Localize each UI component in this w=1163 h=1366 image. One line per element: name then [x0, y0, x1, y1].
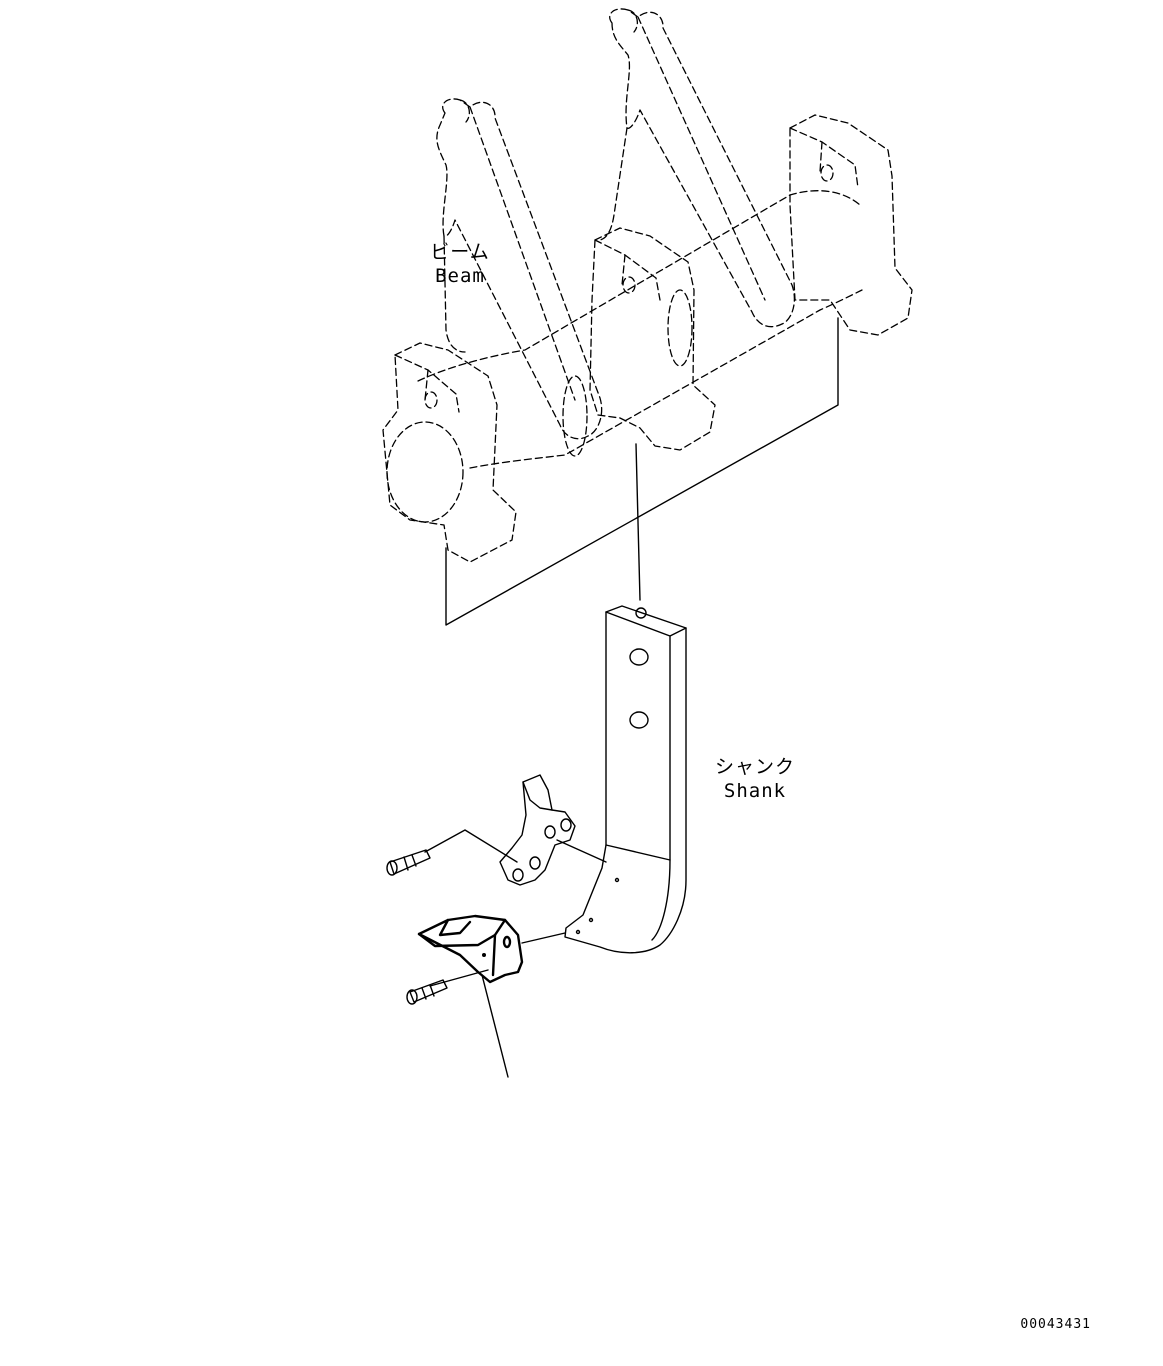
- right-bracket-arm-inner: [627, 9, 766, 301]
- center-holder-block: [589, 227, 716, 451]
- left-bracket-lower: [443, 235, 466, 353]
- shank-bolt-hole-1: [614, 877, 620, 883]
- right-holder-block: [789, 114, 913, 336]
- shank-label: シャンク Shank: [705, 755, 805, 803]
- shank-bolt-hole-3: [575, 929, 581, 935]
- shank: [564, 605, 687, 954]
- pin-upper-body: [389, 849, 431, 875]
- left-holder-bore: [386, 421, 464, 523]
- shank-body: [564, 605, 687, 954]
- drawing-number: 00043431: [1020, 1317, 1091, 1332]
- shank-label-ja: シャンク: [714, 756, 795, 778]
- shank-pin-hole-2: [629, 711, 649, 729]
- beam-label-en: Beam: [435, 265, 485, 287]
- center-holder-hole: [622, 276, 636, 294]
- tip-leader: [521, 932, 566, 944]
- beam-label: ビーム Beam: [415, 240, 505, 288]
- shank-bolt-hole-2: [588, 917, 594, 923]
- ripper-tip-side: [491, 933, 497, 977]
- ripper-tip-leader: [481, 974, 509, 1078]
- pin-lower-groove-2: [429, 984, 435, 997]
- right-bracket-lower: [599, 127, 628, 241]
- protector-hole-1: [512, 868, 524, 882]
- ripper-tip: [417, 914, 524, 1078]
- pin-lower-groove-1: [421, 987, 427, 1000]
- shank-front-edge: [605, 611, 671, 941]
- right-holder-edge-2: [819, 141, 823, 173]
- shank-top-lug: [635, 607, 647, 619]
- pin-upper-leader: [424, 829, 518, 863]
- left-holder-hole: [424, 391, 438, 409]
- right-holder-edge: [789, 127, 859, 189]
- beam-bracket-line: [445, 317, 839, 626]
- shank-pin-hole-1: [629, 648, 649, 666]
- beam-tube-section-left: [562, 375, 588, 457]
- left-holder-edge: [394, 354, 460, 413]
- pin-lower-end: [406, 989, 418, 1005]
- protector-edge: [522, 781, 553, 811]
- left-holder-edge-2: [424, 369, 429, 401]
- pin-lower-body: [409, 979, 448, 1003]
- shank-bend-edge: [605, 844, 671, 861]
- pin-upper-groove-1: [403, 856, 409, 871]
- leader-lines: [424, 317, 839, 987]
- right-bracket-arm: [609, 8, 796, 328]
- protector-leader: [556, 839, 607, 863]
- beam-tube-section-center: [667, 289, 693, 367]
- center-holder-edge: [594, 239, 661, 301]
- ripper-tip-ridge: [417, 918, 507, 948]
- pin-upper-groove-2: [411, 854, 417, 867]
- protector-body: [499, 774, 576, 886]
- beam-tube-top: [417, 190, 861, 382]
- beam-assembly-phantom: [382, 8, 913, 563]
- beam-tube-bottom: [469, 289, 863, 469]
- pin-lower: [406, 979, 448, 1005]
- protector-hole-3: [544, 825, 556, 839]
- ripper-tip-body: [417, 914, 524, 984]
- protector-hole-4: [560, 818, 572, 832]
- left-bracket-arm: [436, 98, 603, 440]
- left-bracket-arm-inner: [459, 99, 576, 401]
- shank-label-en: Shank: [723, 780, 787, 802]
- protector: [499, 774, 576, 886]
- shank-leader-line: [635, 443, 641, 601]
- ripper-tip-groove: [438, 918, 472, 937]
- ripper-tip-hole: [502, 935, 512, 949]
- left-holder-block: [382, 342, 517, 563]
- protector-hole-2: [529, 856, 541, 870]
- shank-top-edge: [669, 627, 687, 637]
- right-holder-hole: [820, 164, 834, 182]
- pin-upper: [386, 849, 431, 876]
- pin-upper-end: [386, 860, 398, 876]
- ripper-tip-pin-hole: [482, 953, 486, 957]
- center-holder-edge-2: [621, 254, 626, 286]
- beam-label-ja: ビーム: [430, 241, 490, 263]
